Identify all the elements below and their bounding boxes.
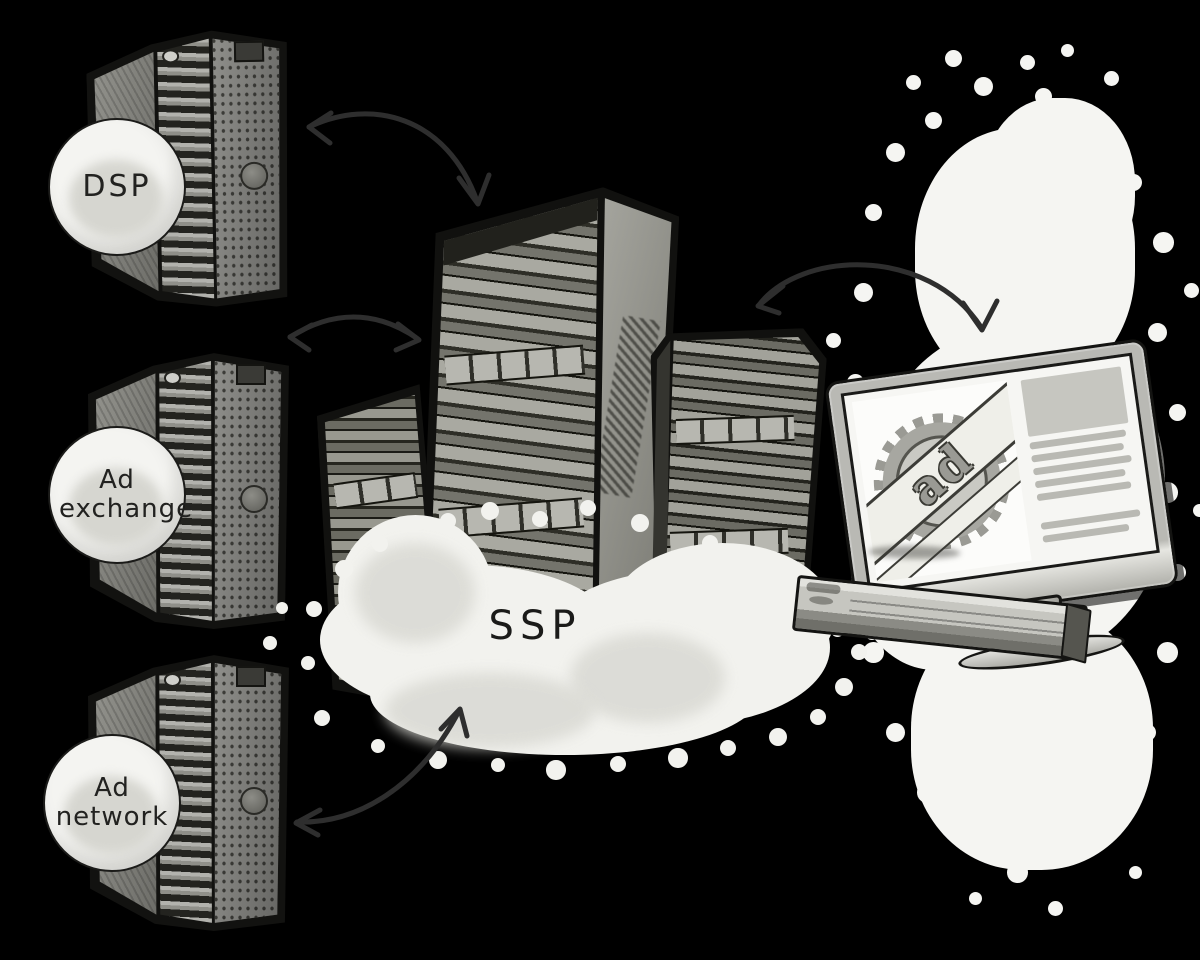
article-image-placeholder [1020,366,1129,437]
webpage-article-column [1009,356,1157,567]
splatter-speckles [1011,86,1020,95]
power-button-icon [240,484,269,513]
cloud-shading [385,673,595,748]
cloud-shading [570,633,725,723]
tower-detail-circle [164,672,182,687]
tower-detail-circle [162,48,180,64]
ad-network-label: Ad network [55,772,169,832]
cloud-speckles [284,509,292,517]
tower-detail-circle [164,370,182,385]
tower-detail-square [236,665,267,687]
cloud-shading [355,543,475,643]
ad-network-badge: Ad network [43,734,181,872]
power-button-icon [240,786,269,815]
ad-exchange-badge: Ad exchange [48,426,194,564]
rack-drive-bays [675,414,794,445]
arrow-ad-exchange-ssp [287,314,422,353]
cloud-icon-ssp: SSP [280,505,865,775]
ad-exchange-label: Ad exchange [59,464,194,524]
ssp-label: SSP [488,603,582,649]
splatter-blob [983,98,1135,280]
monitor-screen: ad [840,352,1160,594]
dsp-badge: DSP [48,118,186,256]
tower-detail-square [234,40,265,62]
tower-detail-square [236,363,267,385]
dsp-label: DSP [82,169,152,205]
